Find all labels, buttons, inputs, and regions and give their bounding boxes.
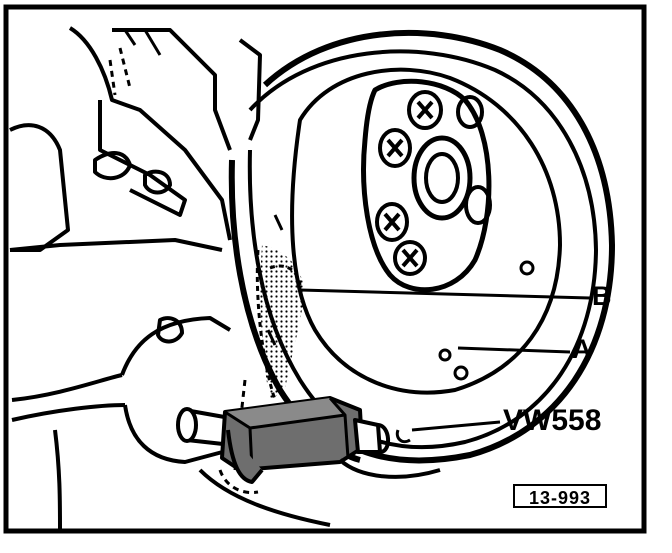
leader-line-a xyxy=(457,346,571,354)
figure-number-box: 13-993 xyxy=(513,484,607,508)
label-tool-vw558: VW558 xyxy=(503,404,602,437)
marking-area-b xyxy=(260,245,305,400)
leader-line-tool xyxy=(411,420,501,432)
counterhold-tool-vw558 xyxy=(176,396,441,484)
engine-housing xyxy=(9,26,331,531)
leader-lines xyxy=(299,288,591,432)
label-b: B xyxy=(592,281,612,311)
label-a: A xyxy=(572,334,592,364)
figure-number: 13-993 xyxy=(528,488,592,508)
flywheel-hub xyxy=(361,78,492,293)
leader-line-b xyxy=(299,288,591,300)
